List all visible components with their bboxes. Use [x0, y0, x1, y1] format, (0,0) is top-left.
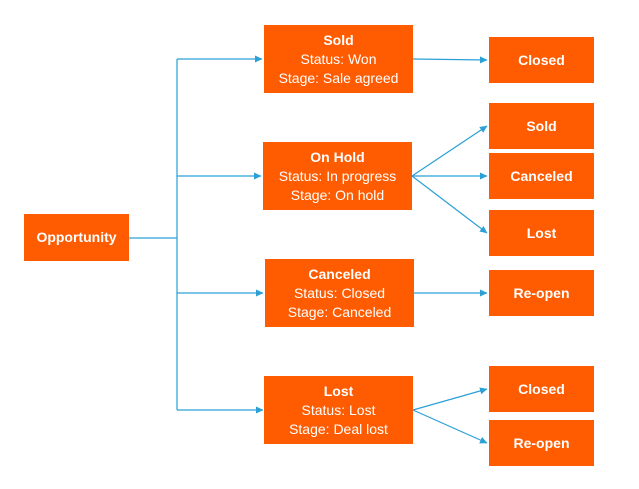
sold-node: Sold Status: Won Stage: Sale agreed [264, 25, 413, 93]
connector-on-hold-lost [411, 175, 488, 234]
outcome-sold-closed: Closed [489, 37, 594, 83]
connector-sold-closed [412, 56, 488, 64]
outcome-label: Re-open [513, 284, 570, 301]
on-hold-title: On Hold [310, 148, 365, 165]
connector-lost-reopen [412, 409, 488, 444]
outcome-label: Closed [518, 51, 565, 68]
outcome-label: Canceled [510, 167, 573, 184]
outcome-on-hold-canceled: Canceled [489, 153, 594, 199]
connector-lost-closed [412, 387, 488, 411]
outcome-lost-reopen: Re-open [489, 420, 594, 466]
outcome-on-hold-sold: Sold [489, 103, 594, 149]
outcome-on-hold-lost: Lost [489, 210, 594, 256]
canceled-status: Status: Closed [293, 284, 386, 301]
outcome-canceled-reopen: Re-open [489, 270, 594, 316]
canceled-node: Canceled Status: Closed Stage: Canceled [265, 259, 414, 327]
connector-on-hold-sold [411, 125, 488, 177]
canceled-stage: Stage: Canceled [287, 303, 392, 320]
on-hold-status: Status: In progress [278, 167, 397, 184]
lost-title: Lost [323, 382, 354, 399]
lost-node: Lost Status: Lost Stage: Deal lost [264, 376, 413, 444]
canceled-title: Canceled [308, 265, 371, 282]
outcome-label: Sold [526, 117, 557, 134]
sold-title: Sold [323, 31, 354, 48]
outcome-label: Closed [518, 380, 565, 397]
opportunity-node: Opportunity [24, 214, 129, 261]
opportunity-label: Opportunity [36, 229, 117, 245]
lost-status: Status: Lost [301, 401, 376, 418]
on-hold-stage: Stage: On hold [290, 186, 385, 203]
outcome-label: Lost [526, 224, 557, 241]
outcome-lost-closed: Closed [489, 366, 594, 412]
outcome-label: Re-open [513, 434, 570, 451]
on-hold-node: On Hold Status: In progress Stage: On ho… [263, 142, 412, 210]
lost-stage: Stage: Deal lost [289, 420, 388, 437]
sold-status: Status: Won [300, 50, 377, 67]
sold-stage: Stage: Sale agreed [278, 69, 399, 86]
